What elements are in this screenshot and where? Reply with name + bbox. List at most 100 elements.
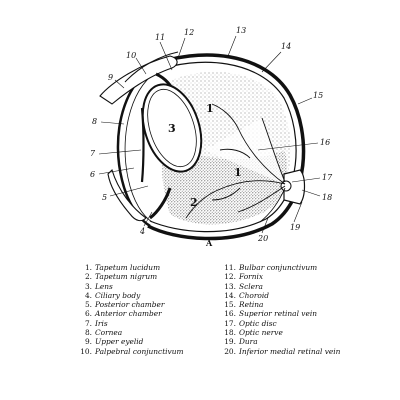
legend-item-number: 17. (224, 318, 236, 328)
callout-15: 15 (313, 91, 323, 100)
leader-6 (98, 167, 135, 175)
legend-item-number: 1. (84, 263, 92, 272)
legend-item: 2.Tapetum nigrum (78, 272, 213, 281)
legend-item-label: Superior retinal vein (239, 309, 317, 319)
region-label-tapetum-nigrum: 2 (190, 196, 198, 209)
sclera-outline (147, 53, 306, 241)
leader-15 (297, 97, 313, 105)
legend-item-label: Retina (239, 300, 264, 310)
leader-4 (143, 211, 153, 227)
legend-item-number: 6. (84, 309, 92, 319)
lens-inner (147, 88, 197, 168)
region-labels: 1 3 1 2 (168, 102, 242, 209)
leader-20 (261, 217, 269, 234)
legend-item-label: Tapetum lucidum (95, 263, 161, 272)
lens-outer (141, 83, 203, 173)
legend-item: 14.Choroid (222, 291, 387, 300)
legend-item-label: Cornea (95, 328, 123, 338)
callout-10: 10 (126, 51, 136, 60)
legend-item: 8.Cornea (78, 328, 213, 337)
palpebral-conjunctivum (124, 51, 179, 83)
callout-18: 18 (322, 193, 332, 202)
vessel-branch-a (185, 180, 286, 219)
optic-nerve-group (280, 169, 306, 205)
legend-item-label: Bulbar conjunctivum (239, 263, 318, 272)
optic-nerve (283, 169, 306, 205)
callout-20: 20 (257, 234, 268, 243)
cornea-inner (124, 71, 157, 223)
lower-eyelid (107, 168, 147, 222)
choroid-outline (149, 61, 297, 233)
legend-item-label: Tapetum nigrum (95, 272, 158, 282)
legend-item: 10.Palpebral conjunctivum (78, 347, 213, 356)
callout-11: 11 (155, 33, 165, 42)
leader-19 (293, 201, 303, 223)
eye-diagram: 1 3 1 2 13 14 15 16 17 18 19 20 12 11 1 (90, 26, 333, 248)
legend-item: 20.Inferior medial retinal vein (222, 347, 387, 356)
leader-9 (114, 79, 125, 89)
callout-1: 13 (236, 26, 246, 35)
legend-item-number: 3. (84, 281, 92, 291)
legend-item: 9.Upper eyelid (78, 337, 213, 346)
callout-marker-a: A (205, 238, 213, 248)
callout-7: 7 (90, 149, 96, 158)
region-label-lens: 3 (168, 122, 176, 135)
callout-12: 12 (184, 28, 194, 37)
callout-8: 8 (92, 117, 97, 126)
legend-item-number: 4. (84, 290, 92, 300)
legend-item-number: 7. (84, 318, 92, 328)
callout-14: 14 (281, 42, 291, 51)
legend-item-label: Upper eyelid (95, 337, 144, 347)
legend-item-label: Sclera (239, 281, 263, 291)
legend-item: 18.Optic nerve (222, 328, 387, 337)
callout-17: 17 (322, 173, 333, 182)
legend-item-number: 18. (224, 328, 236, 338)
leader-14 (261, 51, 282, 73)
legend-item-label: Optic nerve (239, 328, 283, 338)
retinal-vessels (185, 103, 286, 223)
legend-item: 7.Iris (78, 319, 213, 328)
legend-item-label: Fornix (239, 272, 263, 282)
leader-16 (257, 142, 319, 151)
legend-item: 4.Ciliary body (78, 291, 213, 300)
leader-7 (98, 149, 142, 155)
legend-item-number: 14. (224, 290, 236, 300)
legend-item-number: 2. (84, 272, 92, 282)
legend-item-number: 19. (224, 337, 236, 347)
inferior-medial-retinal-vein (259, 187, 286, 223)
legend-item-label: Anterior chamber (95, 309, 162, 319)
upper-eyelid (99, 55, 178, 105)
legend-item-label: Choroid (239, 290, 269, 300)
legend-item-number: 10. (80, 346, 92, 356)
leader-10 (135, 57, 147, 75)
region-label-fundus: 1 (206, 102, 214, 115)
callout-6: 6 (90, 170, 95, 179)
leader-lines (98, 35, 321, 234)
legend-item: 11.Bulbar conjunctivum (222, 263, 387, 272)
legend-item: 15.Retina (222, 300, 387, 309)
legend-item-label: Palpebral conjunctivum (95, 346, 184, 356)
vessel-branch-d (219, 148, 251, 159)
leader-8 (100, 121, 125, 125)
leader-17 (291, 177, 321, 183)
legend-item: 12.Fornix (222, 272, 387, 281)
legend-item-number: 5. (84, 300, 92, 310)
legend-item-number: 15. (224, 300, 236, 310)
vessel-branch-e (211, 187, 241, 201)
legend-item: 13.Sclera (222, 282, 387, 291)
vessel-branch-c (261, 117, 286, 183)
callout-4: 4 (139, 227, 145, 236)
leader-5 (109, 185, 149, 197)
lens (141, 83, 203, 173)
legend-item-label: Lens (95, 281, 113, 291)
legend-item: 1.Tapetum lucidum (78, 263, 213, 272)
leader-18 (301, 189, 321, 197)
legend-item-number: 16. (224, 309, 236, 319)
legend-item-number: 13. (224, 281, 236, 291)
vessel-branch-b (237, 185, 286, 213)
leader-11 (159, 41, 173, 71)
legend-item-label: Iris (95, 318, 108, 328)
legend-item-label: Optic disc (239, 318, 277, 328)
